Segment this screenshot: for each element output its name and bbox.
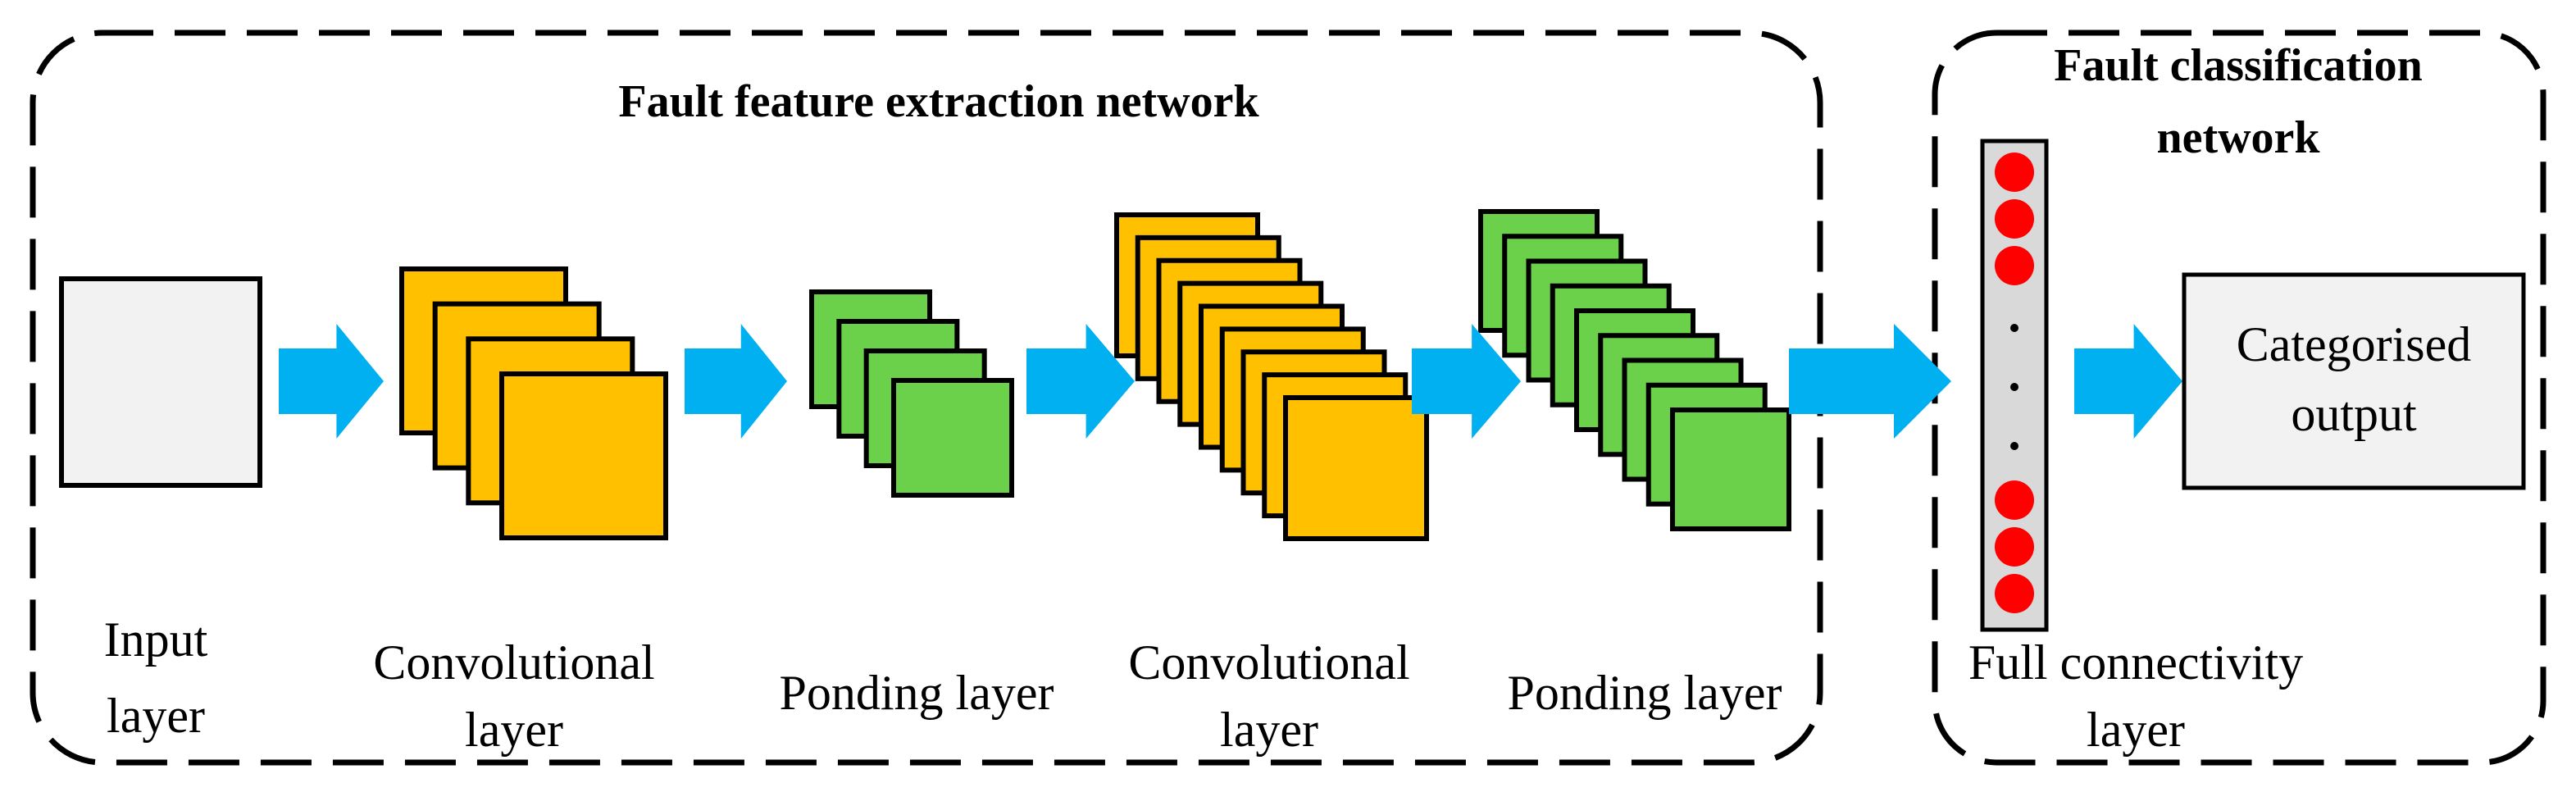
- fc-neuron-bottom-3: [1995, 574, 2034, 613]
- input-label-line1: Input: [104, 612, 208, 667]
- fc-neurons: [1995, 152, 2034, 613]
- fc-ellipsis-dot-2: [2010, 383, 2018, 391]
- conv2-label-line1: Convolutional: [1128, 635, 1409, 690]
- arrow-conv2-to-pool2: [1412, 324, 1521, 439]
- conv2-map-9: [1283, 395, 1429, 541]
- conv1-map-4: [499, 371, 668, 540]
- output-box: [2182, 272, 2526, 490]
- classification-title-line2: network: [2156, 112, 2320, 163]
- fc-neuron-bottom-1: [1995, 480, 2034, 520]
- arrow-pool2-to-fc: [1789, 324, 1951, 439]
- fc-label-line2: layer: [2087, 703, 2185, 757]
- pool1-feature-map-stack: [809, 289, 1014, 498]
- arrow-fc-to-output: [2074, 324, 2182, 439]
- pool2-label: Ponding layer: [1508, 666, 1782, 720]
- extraction-title: Fault feature extraction network: [618, 76, 1259, 127]
- input-label-line2: layer: [107, 689, 205, 743]
- pool2-map-9: [1670, 407, 1791, 531]
- fc-neuron-top-2: [1995, 199, 2034, 239]
- conv1-feature-map-stack: [399, 266, 668, 540]
- pool1-label: Ponding layer: [780, 666, 1054, 720]
- conv1-label-line1: Convolutional: [373, 635, 654, 690]
- classification-title-line1: Fault classification: [2054, 40, 2423, 91]
- conv1-label-line2: layer: [465, 703, 563, 757]
- fc-ellipsis-dot-1: [2010, 324, 2018, 332]
- flow-arrows: [279, 324, 2182, 439]
- output-label-line2: output: [2291, 387, 2417, 441]
- pool2-feature-map-stack: [1478, 209, 1791, 531]
- fc-neuron-top-3: [1995, 246, 2034, 285]
- input-layer-square: [59, 276, 262, 488]
- conv2-feature-map-stack: [1114, 212, 1429, 541]
- fc-label-line1: Full connectivity: [1968, 635, 2303, 690]
- fc-neuron-top-1: [1995, 152, 2034, 192]
- fc-neuron-bottom-2: [1995, 527, 2034, 567]
- arrow-pool1-to-conv2: [1026, 324, 1135, 439]
- arrow-conv1-to-pool1: [685, 324, 787, 439]
- output-label-line1: Categorised: [2237, 317, 2472, 371]
- conv2-label-line2: layer: [1220, 703, 1318, 757]
- arrow-input-to-conv1: [279, 324, 384, 439]
- fc-ellipsis-dot-3: [2010, 442, 2018, 450]
- pool1-map-4: [891, 378, 1014, 498]
